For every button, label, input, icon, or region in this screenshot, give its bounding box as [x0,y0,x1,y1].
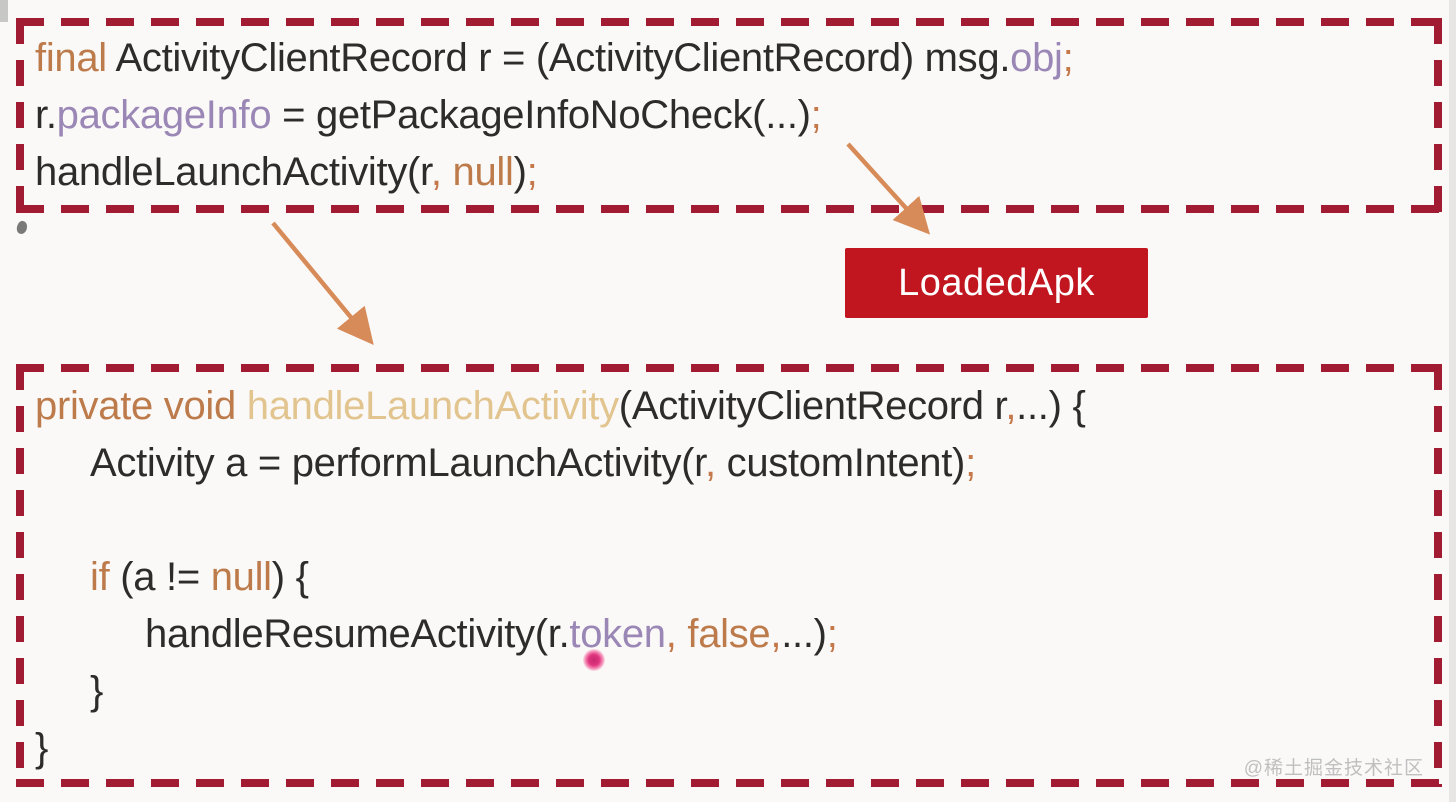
code-token: if [90,555,110,599]
code-token: (ActivityClientRecord r [618,384,1006,428]
code-line: } [35,720,1442,777]
artifact-corner-smudge [0,0,8,22]
code-token: ; [810,93,822,137]
code-token: ) { [1048,384,1086,428]
code-token: ...) [781,612,827,656]
code-token: ; [826,612,838,656]
code-line: handleLaunchActivity(r, null); [35,144,1442,201]
code-token: packageInfo [56,93,272,137]
loadedapk-label: LoadedApk [898,261,1095,304]
code-token: , [1005,384,1017,428]
code-token: ) { [271,555,309,599]
code-token: , [704,441,727,485]
code-token: handleLaunchActivity(r [35,150,431,194]
code-token: false [687,612,771,656]
code-token: null [452,150,514,194]
code-token: handleLaunchActivity [246,384,619,428]
code-line: } [35,663,1442,720]
code-line: if (a != null) { [35,549,1442,606]
code-token: ... [1016,384,1049,428]
code-token: } [35,726,49,770]
bottom-code-block: private void handleLaunchActivity(Activi… [16,364,1442,787]
code-token: } [90,669,104,713]
code-token: r. [35,93,57,137]
code-token: ActivityClientRecord r = (ActivityClient… [106,36,1011,80]
code-line: r.packageInfo = getPackageInfoNoCheck(..… [35,87,1442,144]
artifact-right-edge [1449,0,1456,802]
code-token: null [210,555,272,599]
code-token: ; [1062,36,1074,80]
code-token: token [569,612,666,656]
code-token: , [770,612,782,656]
code-token: ) [513,150,527,194]
code-token: customIntent) [726,441,966,485]
code-token: , [430,150,453,194]
code-line: final ActivityClientRecord r = (Activity… [35,30,1442,87]
code-token: , [665,612,688,656]
loadedapk-box: LoadedApk [845,248,1148,318]
artifact-speck [15,219,29,236]
code-token: ; [965,441,976,485]
code-token: = getPackageInfoNoCheck(...) [271,93,811,137]
code-line: private void handleLaunchActivity(Activi… [35,378,1442,435]
code-line-blank [35,492,1442,549]
watermark: @稀土掘金技术社区 [1243,758,1424,779]
code-token: handleResumeActivity(r. [145,612,570,656]
code-line: handleResumeActivity(r.token, false,...)… [35,606,1442,663]
code-token: obj [1010,36,1063,80]
code-token: final [35,36,107,80]
top-code-block: final ActivityClientRecord r = (Activity… [16,18,1442,213]
code-token: (a != [109,555,211,599]
arrow-to-handlelaunch-icon [271,221,374,345]
code-line: Activity a = performLaunchActivity(r, cu… [35,435,1442,492]
code-token: Activity a = performLaunchActivity(r [90,441,705,485]
code-token: ; [526,150,538,194]
code-token: private void [35,384,247,428]
laser-pointer-dot-icon [583,649,605,671]
